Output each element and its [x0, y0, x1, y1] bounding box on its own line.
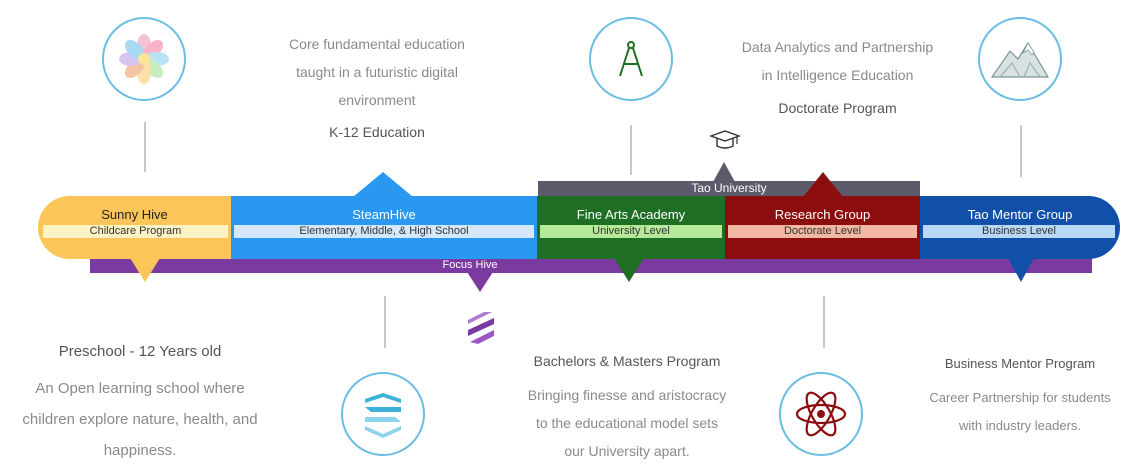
mentor-icon-circle: [978, 17, 1062, 101]
steamhive-desc-line-1: Core fundamental education: [289, 36, 465, 52]
steamhive-title: SteamHive: [352, 207, 416, 222]
research-bottom-connector: [823, 296, 825, 348]
research-desc-line-2: in Intelligence Education: [761, 67, 914, 83]
research-icon-circle: [779, 372, 863, 456]
focus-hive-logo-icon: [468, 312, 494, 344]
steamhive-desc-line-3: environment: [338, 92, 416, 108]
mentor-description: Career Partnership for students with ind…: [910, 384, 1125, 440]
graduation-cap-icon: [708, 130, 742, 149]
sunny-hive-title: Sunny Hive: [101, 207, 168, 222]
tao-university-label: Tao University: [691, 181, 767, 195]
mentor-desc-line-2: with industry leaders.: [958, 418, 1082, 433]
mentor-desc-line-1: Career Partnership for students: [929, 390, 1111, 405]
fine-arts-description: Bringing finesse and aristocracy to the …: [512, 381, 742, 465]
fine-arts-pointer: [614, 258, 644, 282]
segment-tao-mentor: Tao Mentor Group Business Level: [920, 196, 1120, 259]
mentor-connector-line: [1020, 125, 1022, 177]
sunny-hive-subtitle: Childcare Program: [43, 225, 228, 238]
fine-arts-desc-line-1: Bringing finesse and aristocracy: [527, 387, 727, 403]
tao-university-pointer: [713, 162, 735, 182]
steamhive-pointer: [353, 172, 413, 197]
segment-sunny-hive: Sunny Hive Childcare Program: [38, 196, 231, 259]
sunny-pointer: [130, 258, 160, 282]
sunny-desc-line-1: An Open learning school where: [35, 380, 245, 397]
mentor-pointer: [1008, 258, 1034, 282]
focus-hive-pointer: [467, 272, 493, 292]
tao-mentor-subtitle: Business Level: [923, 225, 1115, 238]
fine-arts-desc-line-3: our University apart.: [564, 443, 690, 459]
segment-steamhive: SteamHive Elementary, Middle, & High Sch…: [231, 196, 537, 259]
steamhive-subtitle: Elementary, Middle, & High School: [234, 225, 534, 238]
research-pointer: [803, 172, 843, 197]
steamhive-logo-icon: [365, 393, 401, 438]
atom-icon: [795, 391, 847, 437]
fine-arts-desc-line-2: to the educational model sets: [535, 415, 719, 431]
sunny-hive-icon-circle: [102, 17, 186, 101]
steamhive-desc-line-2: taught in a futuristic digital: [296, 64, 458, 80]
sunny-connector-line: [144, 122, 146, 172]
doctorate-heading: Doctorate Program: [778, 100, 897, 116]
sunny-desc-line-2: children explore nature, health, and: [22, 411, 258, 428]
focus-hive-bar: [90, 258, 1092, 273]
focus-hive-label: Focus Hive: [442, 259, 498, 271]
fine-arts-icon-circle: [589, 17, 673, 101]
k12-heading: K-12 Education: [329, 124, 425, 140]
steamhive-icon-circle: [341, 372, 425, 456]
tao-mentor-title: Tao Mentor Group: [967, 207, 1073, 222]
steamhive-bottom-connector: [384, 296, 386, 348]
bachelors-heading: Bachelors & Masters Program: [533, 353, 721, 369]
segment-fine-arts: Fine Arts Academy University Level: [537, 196, 725, 259]
segment-research: Research Group Doctorate Level: [725, 196, 920, 259]
fine-arts-subtitle: University Level: [540, 225, 722, 238]
research-title: Research Group: [774, 207, 871, 222]
compass-icon: [619, 41, 643, 77]
fine-arts-title: Fine Arts Academy: [576, 207, 686, 222]
mountain-icon: [990, 41, 1050, 78]
research-description: Data Analytics and Partnership in Intell…: [720, 33, 955, 89]
flower-icon: [119, 34, 169, 84]
fine-arts-connector-line: [630, 125, 632, 175]
steamhive-description: Core fundamental education taught in a f…: [262, 30, 492, 114]
research-subtitle: Doctorate Level: [728, 225, 917, 238]
preschool-heading: Preschool - 12 Years old: [58, 343, 222, 360]
sunny-desc-line-3: happiness.: [103, 442, 177, 459]
sunny-description: An Open learning school where children e…: [0, 373, 280, 466]
business-mentor-heading: Business Mentor Program: [944, 356, 1096, 371]
research-desc-line-1: Data Analytics and Partnership: [741, 39, 934, 55]
